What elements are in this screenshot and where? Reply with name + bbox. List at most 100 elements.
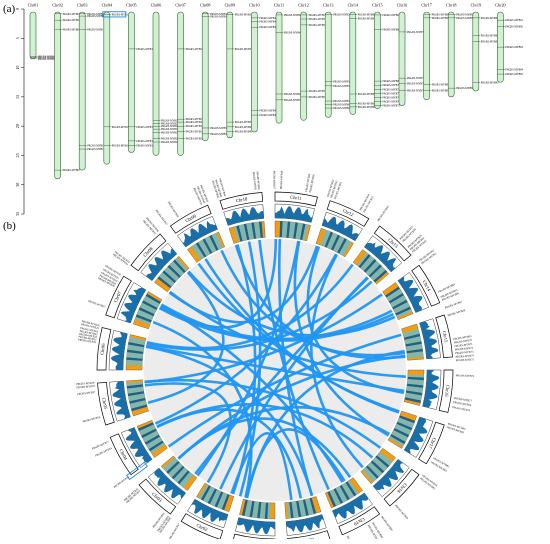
density-area bbox=[182, 220, 218, 248]
circos-gene-label: PRGRS-MYB81 bbox=[446, 426, 465, 435]
gene-label: PRGRS-MYB20 bbox=[161, 119, 179, 122]
gene-density-stripe bbox=[339, 485, 350, 501]
gene-density-stripe bbox=[174, 257, 188, 272]
gene-density-stripe bbox=[295, 222, 301, 239]
gene-density-stripe bbox=[126, 359, 143, 364]
axis-tick-label: 5 bbox=[15, 37, 20, 39]
chromosome-bar bbox=[447, 11, 455, 98]
gene-label: PRGRS-MYB28 bbox=[186, 118, 204, 121]
gene-label: PRGRS-MYB15 bbox=[112, 145, 130, 148]
gene-density-stripe bbox=[394, 425, 411, 436]
circos-gene-label: PRGRS-MYB43 bbox=[214, 179, 223, 198]
gene-density-stripe bbox=[339, 239, 350, 255]
gene-density-stripe bbox=[145, 293, 161, 304]
density-area bbox=[154, 468, 186, 499]
circos-gene-label: PRGRS-MYB87 bbox=[380, 516, 393, 533]
panel-b-circos-plot: Chr01PRGRS-MYB01PRGRS-MYB02PRGRS-MYB03Ch… bbox=[76, 170, 475, 544]
density-area bbox=[422, 370, 440, 408]
circos-gene-label: PRGRS-MYB75 bbox=[456, 358, 475, 362]
gene-density-stripe bbox=[200, 239, 211, 255]
chromosome-arc-label: Chr13 bbox=[387, 237, 399, 249]
gene-density-stripe bbox=[207, 236, 217, 252]
chromosome-name: Chr19 bbox=[471, 3, 481, 8]
circos-gene-label: PRGRS-MYB74 bbox=[455, 354, 474, 358]
gene-density-stripe bbox=[257, 502, 262, 519]
gene-density-stripe bbox=[202, 238, 213, 254]
gene-density-stripe bbox=[404, 333, 421, 340]
gene-label: PRGRS-MYB57 bbox=[333, 81, 351, 84]
circos-gene-label: PRGRS-MYB49 bbox=[305, 173, 311, 192]
gene-density-stripe bbox=[136, 311, 153, 321]
gene-label: PRGRS-MYB40 bbox=[235, 126, 253, 129]
gene-density-stripe bbox=[140, 426, 156, 436]
gene-density-stripe bbox=[343, 482, 355, 498]
axis-tick-label: 30 bbox=[15, 183, 20, 187]
gene-label: PRGRS-MYB18 bbox=[136, 140, 154, 143]
synteny-link bbox=[197, 262, 400, 413]
gene-label: PRGRS-MYB51 bbox=[309, 14, 327, 17]
gene-density-stripe bbox=[251, 222, 257, 239]
gene-label: PRGRS-MYB42 bbox=[259, 17, 277, 20]
gene-density-stripe bbox=[289, 501, 294, 519]
gene-density-stripe bbox=[177, 470, 190, 485]
gene-label: PRGRS-MYB48 bbox=[284, 32, 302, 35]
gene-density-stripe bbox=[284, 221, 288, 238]
gene-density-stripe bbox=[405, 338, 422, 345]
gene-density-stripe bbox=[129, 336, 146, 343]
gene-density-stripe bbox=[212, 490, 222, 507]
synteny-link bbox=[144, 378, 382, 449]
gene-density-stripe bbox=[157, 276, 172, 289]
density-area bbox=[191, 499, 229, 522]
gene-density-stripe bbox=[128, 395, 145, 402]
circos-gene-label: PRGRS-MYB80 bbox=[447, 423, 466, 432]
chromosome-arc-label: Chr19 bbox=[353, 517, 366, 527]
gene-density-stripe bbox=[397, 419, 414, 429]
gene-density-stripe bbox=[179, 471, 192, 486]
gene-label: PRGRS-MYB46 bbox=[259, 114, 277, 117]
chromosome-arc bbox=[138, 478, 177, 515]
chromosome-arc-label: Chr11 bbox=[290, 195, 303, 201]
panel-a-label: (a) bbox=[3, 3, 16, 15]
gene-label: PRGRS-MYB90 bbox=[481, 81, 499, 84]
gene-density-stripe bbox=[246, 500, 253, 517]
chromosome-bar bbox=[300, 11, 307, 121]
gene-density-stripe bbox=[333, 235, 343, 252]
gene-density-stripe bbox=[259, 502, 264, 519]
gene-label: PRGRS-MYB01 bbox=[38, 56, 56, 59]
gene-density-stripe bbox=[407, 379, 424, 383]
gene-label: PRGRS-MYB04 bbox=[63, 13, 81, 16]
gene-density-stripe bbox=[402, 328, 419, 336]
gene-density-stripe bbox=[126, 382, 143, 387]
gene-density-stripe bbox=[128, 339, 145, 345]
gene-label: PRGRS-MYB93 bbox=[505, 46, 523, 49]
chromosome-name: Chr16 bbox=[397, 3, 407, 8]
gene-label: PRGRS-MYB72 bbox=[382, 92, 400, 95]
axis-tick-label: 15 bbox=[15, 95, 20, 99]
chromosome-arc-label: Chr05 bbox=[101, 397, 108, 410]
gene-label: PRGRS-MYB89 bbox=[481, 40, 499, 43]
gene-density-stripe bbox=[341, 483, 352, 499]
gene-density-stripe bbox=[267, 502, 271, 519]
density-area bbox=[120, 287, 146, 324]
gene-density-stripe bbox=[405, 392, 422, 399]
gene-density-stripe bbox=[138, 307, 155, 317]
gene-density-stripe bbox=[333, 488, 343, 504]
gene-density-stripe bbox=[376, 453, 391, 466]
gene-density-stripe bbox=[367, 463, 381, 477]
gene-density-stripe bbox=[393, 428, 410, 438]
circos-gene-label: PRGRS-MYB42 bbox=[211, 180, 220, 199]
gene-label: PRGRS-MYB12 bbox=[87, 148, 105, 151]
gene-label: PRGRS-MYB41 bbox=[235, 130, 253, 133]
gene-density-stripe bbox=[302, 499, 309, 516]
gene-density-stripe bbox=[142, 300, 158, 310]
gene-label: PRGRS-MYB58 bbox=[333, 85, 351, 88]
chromosome-arc bbox=[373, 225, 412, 262]
gene-density-stripe bbox=[279, 221, 283, 238]
chromosome-arc bbox=[180, 513, 224, 540]
gene-density-stripe bbox=[362, 468, 376, 483]
chromosome-arc bbox=[383, 468, 420, 507]
gene-density-stripe bbox=[171, 261, 185, 275]
chromosome-name: Chr17 bbox=[421, 3, 431, 8]
gene-label: PRGRS-MYB26 bbox=[161, 141, 179, 144]
chromosome-name: Chr01 bbox=[28, 3, 38, 8]
